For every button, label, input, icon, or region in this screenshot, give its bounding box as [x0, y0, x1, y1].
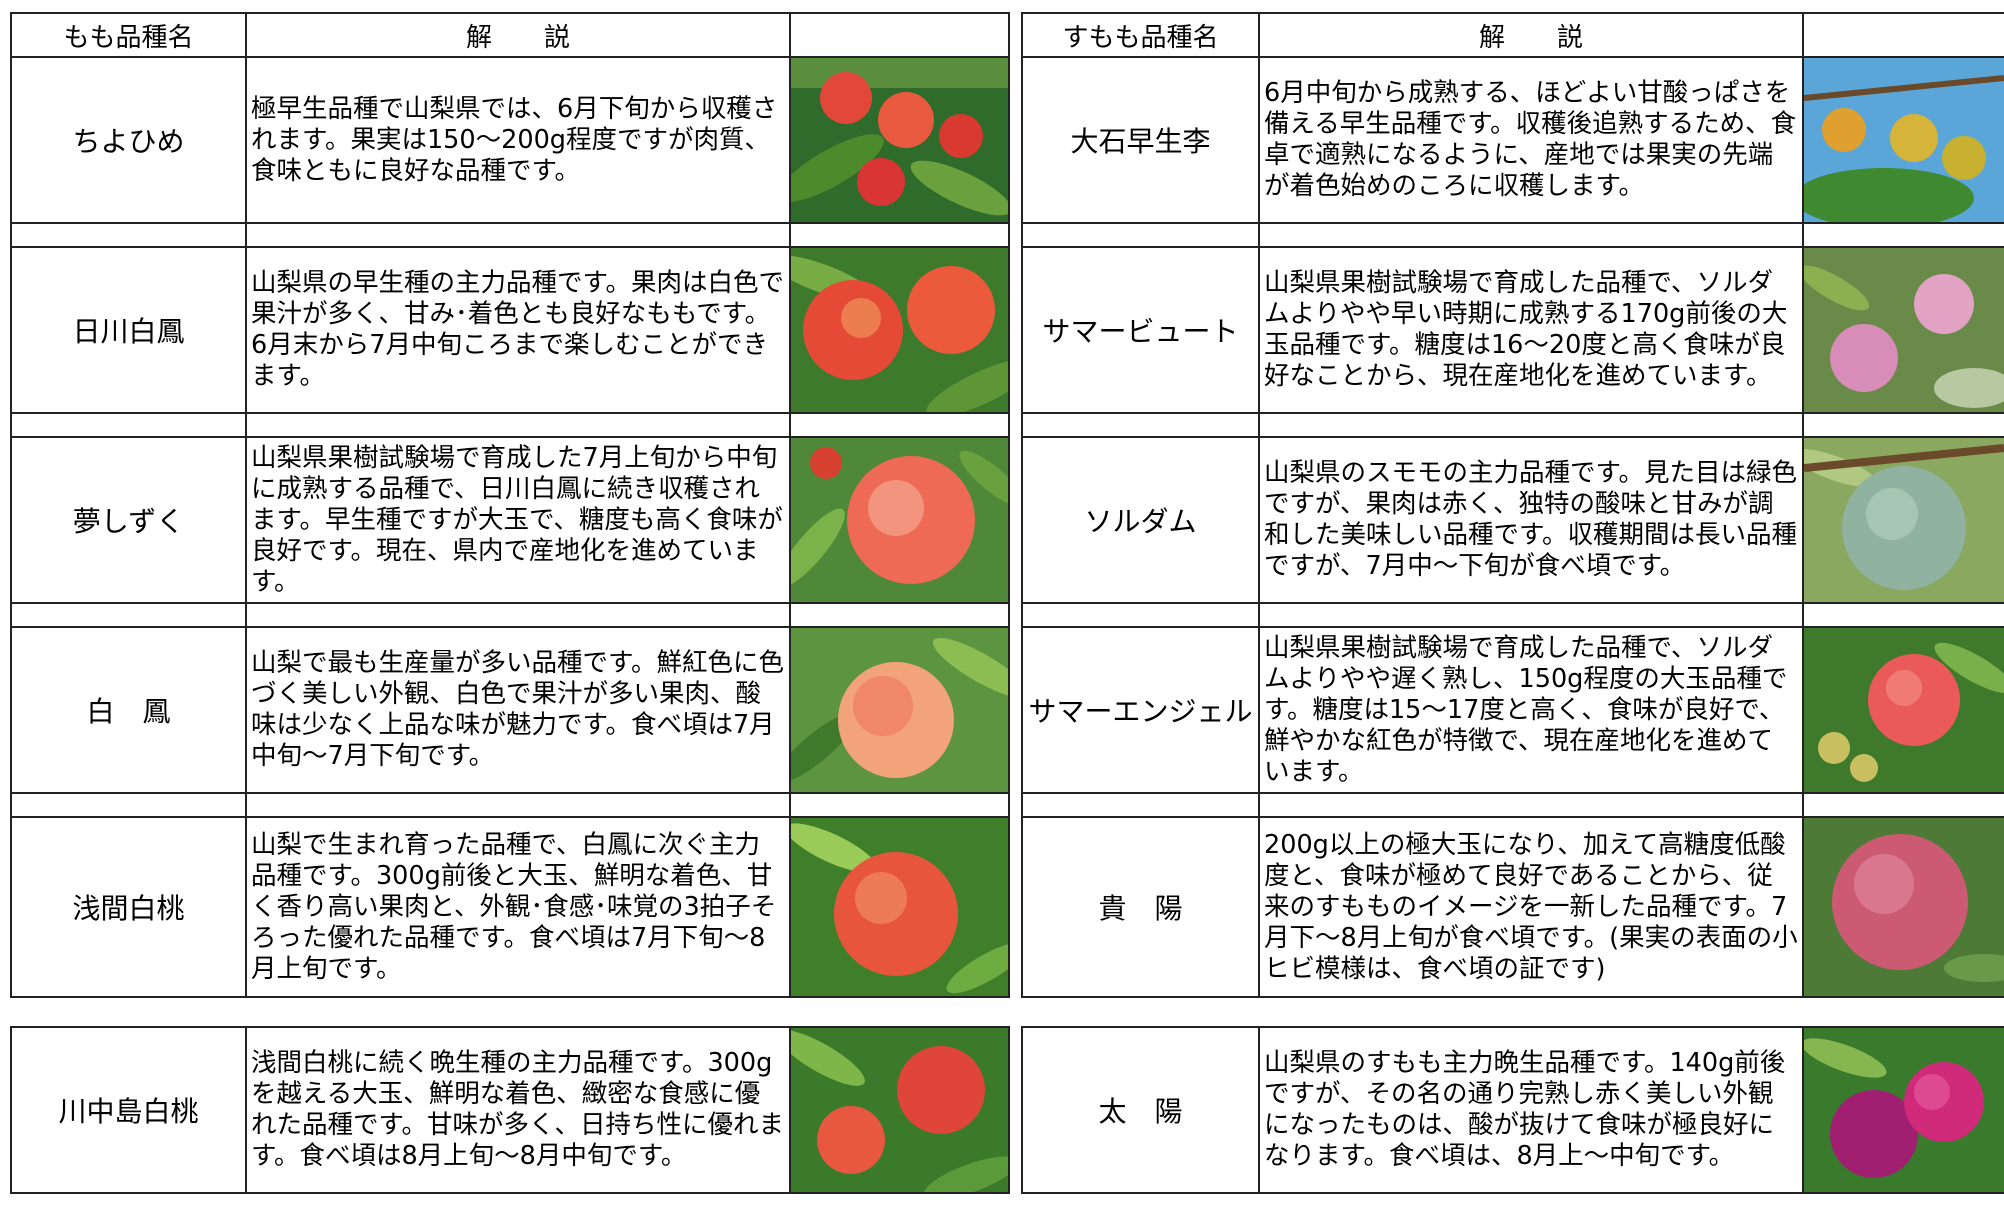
column-header-description: 解 説 [1258, 12, 1804, 58]
table-row: 日川白鳳 山梨県の早生種の主力品種です。果肉は白色で果汁が多く、甘み･着色とも良… [10, 246, 1010, 414]
plum-photo [1802, 816, 2004, 998]
table-row: 川中島白桃 浅間白桃に続く晩生種の主力品種です。300gを越える大玉、鮮明な着色… [10, 1026, 1010, 1194]
variety-description: 山梨県果樹試験場で育成した7月上旬から中旬に成熟する品種で、日川白鳳に続き収穫さ… [245, 436, 791, 604]
variety-description: 山梨県果樹試験場で育成した品種で、ソルダムよりやや遅く熟し、150g程度の大玉品… [1258, 626, 1804, 794]
variety-name: サマーエンジェル [1021, 626, 1260, 794]
table-row: ちよひめ 極早生品種で山梨県では、6月下旬から収穫されます。果実は150～200… [10, 56, 1010, 224]
variety-name: 大石早生李 [1021, 56, 1260, 224]
variety-name: ちよひめ [10, 56, 247, 224]
variety-name: サマービュート [1021, 246, 1260, 414]
column-header-variety: もも品種名 [10, 12, 247, 58]
peach-photo [789, 436, 1010, 604]
table-row: ソルダム 山梨県のスモモの主力品種です。見た目は緑色ですが、果肉は赤く、独特の酸… [1021, 436, 2004, 604]
variety-description: 極早生品種で山梨県では、6月下旬から収穫されます。果実は150～200g程度です… [245, 56, 791, 224]
column-header-description: 解 説 [245, 12, 791, 58]
peach-photo [789, 56, 1010, 224]
plum-variety-table: すもも品種名 解 説 大石早生李 6月中旬から成熟する、ほどよい甘酸っぱさを備え… [1021, 12, 2004, 1194]
variety-name: 川中島白桃 [10, 1026, 247, 1194]
plum-photo [1802, 436, 2004, 604]
variety-name: 白 鳳 [10, 626, 247, 794]
table-row: 夢しずく 山梨県果樹試験場で育成した7月上旬から中旬に成熟する品種で、日川白鳳に… [10, 436, 1010, 604]
column-header-variety: すもも品種名 [1021, 12, 1260, 58]
plum-photo [1802, 56, 2004, 224]
variety-description: 6月中旬から成熟する、ほどよい甘酸っぱさを備える早生品種です。収穫後追熟するため… [1258, 56, 1804, 224]
variety-description: 山梨県の早生種の主力品種です。果肉は白色で果汁が多く、甘み･着色とも良好なももで… [245, 246, 791, 414]
table-row: 白 鳳 山梨で最も生産量が多い品種です。鮮紅色に色づく美しい外観、白色で果汁が多… [10, 626, 1010, 794]
peach-photo [789, 626, 1010, 794]
variety-name: 太 陽 [1021, 1026, 1260, 1194]
variety-description: 山梨県のスモモの主力品種です。見た目は緑色ですが、果肉は赤く、独特の酸味と甘みが… [1258, 436, 1804, 604]
table-row: 浅間白桃 山梨で生まれ育った品種で、白鳳に次ぐ主力品種です。300g前後と大玉、… [10, 816, 1010, 998]
variety-description: 200g以上の極大玉になり、加えて高糖度低酸度と、食味が極めて良好であることから… [1258, 816, 1804, 998]
peach-photo [789, 246, 1010, 414]
plum-photo [1802, 246, 2004, 414]
variety-name: ソルダム [1021, 436, 1260, 604]
plum-photo [1802, 1026, 2004, 1194]
variety-name: 浅間白桃 [10, 816, 247, 998]
column-header-photo [1802, 12, 2004, 58]
plum-photo [1802, 626, 2004, 794]
column-header-photo [789, 12, 1010, 58]
peach-photo [789, 1026, 1010, 1194]
table-row: サマービュート 山梨県果樹試験場で育成した品種で、ソルダムよりやや早い時期に成熟… [1021, 246, 2004, 414]
table-row: サマーエンジェル 山梨県果樹試験場で育成した品種で、ソルダムよりやや遅く熟し、1… [1021, 626, 2004, 794]
variety-description: 山梨で生まれ育った品種で、白鳳に次ぐ主力品種です。300g前後と大玉、鮮明な着色… [245, 816, 791, 998]
table-header-row: もも品種名 解 説 [10, 12, 1010, 58]
variety-description: 山梨で最も生産量が多い品種です。鮮紅色に色づく美しい外観、白色で果汁が多い果肉、… [245, 626, 791, 794]
variety-description: 山梨県果樹試験場で育成した品種で、ソルダムよりやや早い時期に成熟する170g前後… [1258, 246, 1804, 414]
variety-name: 夢しずく [10, 436, 247, 604]
peach-photo [789, 816, 1010, 998]
table-header-row: すもも品種名 解 説 [1021, 12, 2004, 58]
variety-name: 貴 陽 [1021, 816, 1260, 998]
variety-description: 山梨県のすもも主力晩生品種です。140g前後ですが、その名の通り完熟し赤く美しい… [1258, 1026, 1804, 1194]
table-row: 大石早生李 6月中旬から成熟する、ほどよい甘酸っぱさを備える早生品種です。収穫後… [1021, 56, 2004, 224]
variety-description: 浅間白桃に続く晩生種の主力品種です。300gを越える大玉、鮮明な着色、緻密な食感… [245, 1026, 791, 1194]
peach-variety-table: もも品種名 解 説 ちよひめ 極早生品種で山梨県では、6月下旬から収穫されます。… [10, 12, 1010, 1194]
table-row: 貴 陽 200g以上の極大玉になり、加えて高糖度低酸度と、食味が極めて良好である… [1021, 816, 2004, 998]
variety-name: 日川白鳳 [10, 246, 247, 414]
table-row: 太 陽 山梨県のすもも主力晩生品種です。140g前後ですが、その名の通り完熟し赤… [1021, 1026, 2004, 1194]
